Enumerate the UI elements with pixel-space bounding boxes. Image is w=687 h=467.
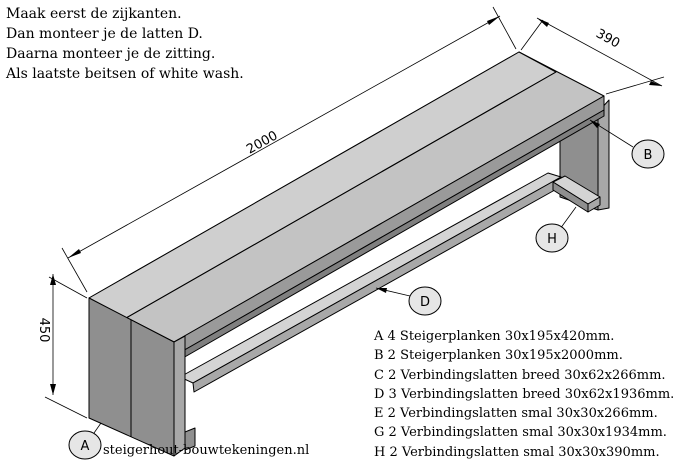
dim-2000-extension-right: [492, 6, 517, 50]
instruction-line: Maak eerst de zijkanten.: [6, 6, 182, 22]
dim-390-arrow-front: [649, 81, 662, 86]
callout-h-bubble: [535, 223, 569, 253]
cross-lath-h-end: [587, 196, 601, 213]
left-foot-block: [184, 427, 196, 451]
dim-2000-extension-left: [61, 247, 88, 293]
dim-390-extension-back: [520, 19, 544, 51]
callout-b-bubble: [631, 139, 665, 169]
callout-h-label: H: [547, 232, 557, 247]
instruction-line: Als laatste beitsen of white wash.: [6, 66, 244, 82]
parts-list-item: C 2 Verbindingslatten breed 30x62x266mm.: [374, 367, 666, 383]
parts-list-item: H 2 Verbindingslatten smal 30x30x390mm.: [374, 444, 660, 460]
dim-2000-arrow-right: [487, 16, 500, 25]
dim-390-line: [536, 17, 663, 87]
leader-a: [93, 422, 102, 434]
dim-450-extension-top: [48, 276, 88, 299]
dim-450-arrow-top: [50, 274, 56, 285]
parts-list-item: E 2 Verbindingslatten smal 30x30x266mm.: [374, 406, 658, 422]
callout-a-bubble: [68, 430, 102, 460]
dim-390-label: 390: [593, 26, 622, 51]
dim-2000-arrow-left: [68, 249, 81, 258]
dim-450-arrow-bottom: [50, 384, 56, 395]
parts-list-item: D 3 Verbindingslatten breed 30x62x1936mm…: [374, 386, 675, 402]
right-end-panel-edge: [597, 99, 610, 211]
callout-a-label: A: [81, 439, 90, 454]
leader-h: [559, 206, 577, 230]
left-end-panel-edge: [173, 335, 186, 457]
callout-d-bubble: [408, 286, 442, 316]
instruction-line: Dan monteer je de latten D.: [6, 26, 203, 42]
dim-390-arrow-back: [537, 18, 549, 27]
dim-390-extension-front: [605, 76, 665, 95]
callout-b-label: B: [644, 148, 653, 163]
parts-list: A 4 Steigerplanken 30x195x420mm. B 2 Ste…: [374, 327, 674, 462]
leader-d-arrow: [376, 288, 387, 293]
seat-plank-seam: [125, 71, 557, 319]
website-credit: steigerhout-bouwtekeningen.nl: [103, 443, 310, 458]
parts-list-item: G 2 Verbindingslatten smal 30x30x1934mm.: [374, 425, 667, 441]
leader-b-arrow: [590, 120, 600, 128]
dim-450-label: 450: [36, 318, 51, 343]
parts-list-item: B 2 Steigerplanken 30x195x2000mm.: [374, 348, 623, 364]
dim-2000-line: [67, 15, 501, 259]
dim-2000-label: 2000: [244, 128, 280, 157]
callout-d-label: D: [420, 295, 430, 310]
parts-list-item: A 4 Steigerplanken 30x195x420mm.: [374, 329, 615, 344]
assembly-instructions: Maak eerst de zijkanten. Dan monteer je …: [6, 4, 244, 84]
instruction-line: Daarna monteer je de zitting.: [6, 46, 216, 62]
dim-450-extension-bottom: [44, 396, 88, 419]
